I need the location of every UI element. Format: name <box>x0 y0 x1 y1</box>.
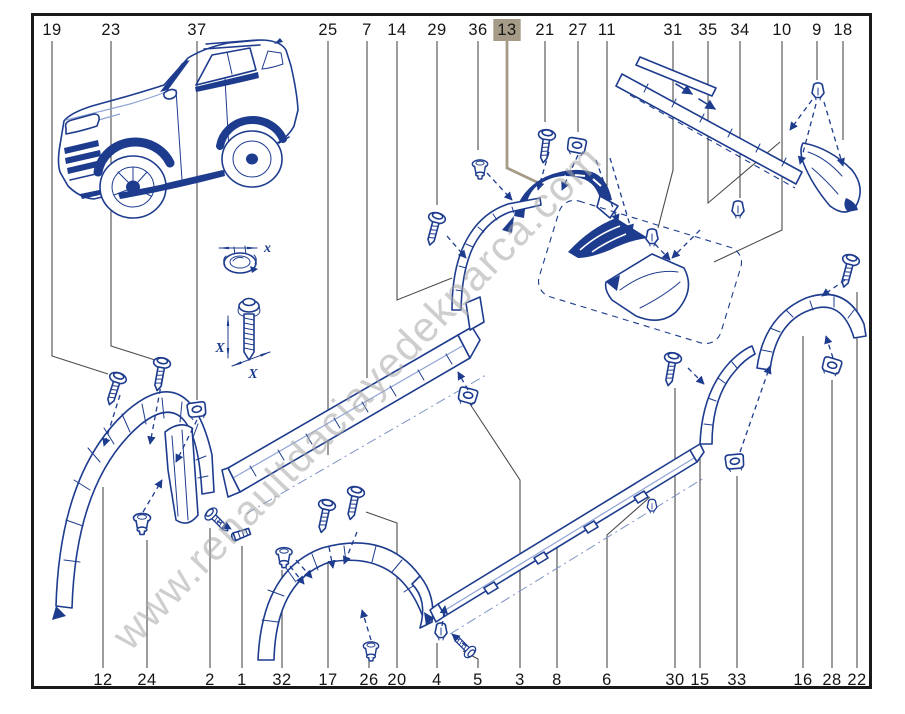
callout-label-4[interactable]: 4 <box>432 671 442 689</box>
callout-label-27[interactable]: 27 <box>568 21 587 39</box>
callout-label-33[interactable]: 33 <box>727 671 746 689</box>
push-clip-icon <box>362 641 380 662</box>
push-clip-icon <box>132 512 152 536</box>
callout-label-32[interactable]: 32 <box>272 671 291 689</box>
screw-icon <box>420 209 448 249</box>
leader-line-3 <box>469 403 521 668</box>
screw-icon <box>448 630 479 661</box>
prong-clip-icon <box>646 498 658 514</box>
callout-label-11[interactable]: 11 <box>598 21 616 39</box>
dim-label-grommet: x <box>263 241 271 256</box>
callout-label-35[interactable]: 35 <box>698 21 717 39</box>
callout-label-36[interactable]: 36 <box>468 21 487 39</box>
screw-icon <box>147 355 173 393</box>
callout-label-3[interactable]: 3 <box>515 671 525 689</box>
screw-icon <box>834 251 862 291</box>
part-arch-trim-right <box>756 293 867 371</box>
screw-icon <box>312 497 338 535</box>
barrel-clip-icon <box>471 159 489 180</box>
screw-icon <box>341 484 367 522</box>
part-arch-segment-15 <box>699 345 756 445</box>
callout-label-28[interactable]: 28 <box>822 671 841 689</box>
highlighted-callout-bg <box>493 19 521 41</box>
part-front-wheel-arch-trim <box>52 391 215 620</box>
callout-label-19[interactable]: 19 <box>42 21 61 39</box>
callout-label-34[interactable]: 34 <box>730 21 749 39</box>
leader-line-23 <box>110 41 156 361</box>
dim-label-bolt-length: X <box>214 341 225 356</box>
detail-bolt: X X <box>214 297 271 382</box>
callout-label-21[interactable]: 21 <box>535 21 554 39</box>
callout-label-23[interactable]: 23 <box>101 21 120 39</box>
callout-label-8[interactable]: 8 <box>552 671 562 689</box>
callout-label-15[interactable]: 15 <box>690 671 709 689</box>
assembly-arrows <box>102 99 846 647</box>
part-sill-moulding-lower <box>429 443 705 635</box>
diagram-border <box>31 13 872 689</box>
leader-line-31 <box>657 41 674 229</box>
leader-line-14 <box>396 41 453 301</box>
expanding-rivet-icon <box>229 526 252 543</box>
callout-label-14[interactable]: 14 <box>387 21 406 39</box>
part-roof-strip <box>615 56 803 189</box>
callout-label-6[interactable]: 6 <box>602 671 612 689</box>
screw-icon <box>658 350 684 388</box>
part-sill-moulding-upper <box>221 296 487 515</box>
screw-icon <box>100 369 129 409</box>
grommet-nut-icon <box>820 355 844 378</box>
leader-line-20 <box>365 511 398 668</box>
callout-label-7[interactable]: 7 <box>362 21 372 39</box>
callout-label-18[interactable]: 18 <box>833 21 852 39</box>
callout-label-17[interactable]: 17 <box>318 671 337 689</box>
leader-line-35 <box>707 41 781 205</box>
callout-label-5[interactable]: 5 <box>473 671 483 689</box>
prong-clip-icon <box>811 82 825 101</box>
part-mirror-sail-lower <box>537 199 743 345</box>
callout-label-31[interactable]: 31 <box>663 21 682 39</box>
leader-line-13 <box>505 41 546 188</box>
detail-grommet: x <box>218 241 271 274</box>
grommet-nut-icon <box>566 136 588 157</box>
leader-lines <box>51 41 858 668</box>
prong-clip-icon <box>434 622 448 641</box>
callout-label-2[interactable]: 2 <box>205 671 215 689</box>
callout-label-10[interactable]: 10 <box>772 21 791 39</box>
callout-label-1[interactable]: 1 <box>237 671 247 689</box>
callout-label-37[interactable]: 37 <box>187 21 206 39</box>
callout-label-13[interactable]: 13 <box>497 21 516 39</box>
callout-label-26[interactable]: 26 <box>359 671 378 689</box>
prong-clip-icon <box>645 228 659 247</box>
callout-label-29[interactable]: 29 <box>427 21 446 39</box>
callout-label-12[interactable]: 12 <box>93 671 112 689</box>
prong-clip-icon <box>731 200 745 219</box>
callout-label-25[interactable]: 25 <box>318 21 337 39</box>
part-mirror-triangle-upper <box>568 218 648 258</box>
car-illustration <box>57 38 299 219</box>
callout-label-24[interactable]: 24 <box>137 671 156 689</box>
callout-label-16[interactable]: 16 <box>793 671 812 689</box>
callout-label-9[interactable]: 9 <box>812 21 822 39</box>
parts-artwork: x X X <box>52 38 867 662</box>
part-strip-end-cap <box>800 142 861 213</box>
push-clip-icon <box>275 546 293 569</box>
screw-icon <box>533 127 557 165</box>
part-arch-liner-14 <box>451 197 542 311</box>
leader-line-6 <box>606 496 651 668</box>
leader-line-19 <box>51 41 109 375</box>
callout-label-30[interactable]: 30 <box>665 671 684 689</box>
callout-label-20[interactable]: 20 <box>387 671 406 689</box>
callout-label-22[interactable]: 22 <box>847 671 866 689</box>
dim-label-bolt-width: X <box>247 367 258 382</box>
spring-nut-icon <box>723 451 747 474</box>
